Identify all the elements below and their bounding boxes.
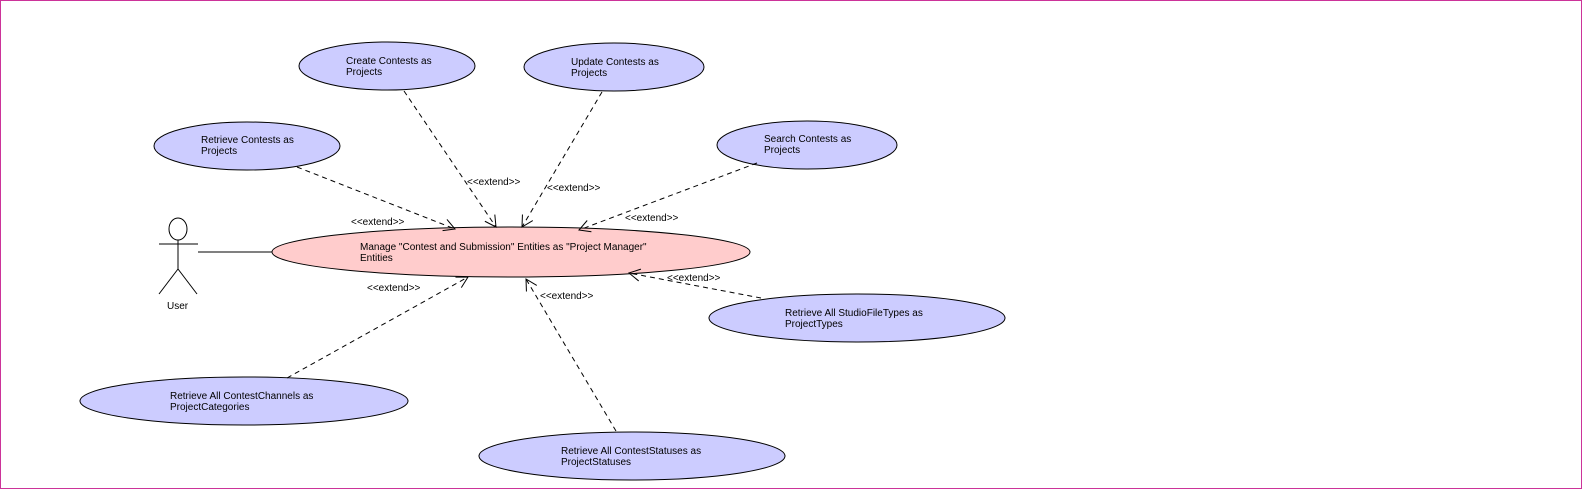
extend-label-retrieve: <<extend>> (351, 217, 405, 228)
extend-label-channels: <<extend>> (367, 283, 421, 294)
use-case-retrieve-shape (153, 121, 341, 171)
use-case-statuses-shape (478, 431, 786, 481)
use-case-statuses-line2: ProjectStatuses (561, 457, 632, 468)
use-case-update-line2: Projects (571, 68, 608, 79)
extend-line-statuses (525, 278, 617, 432)
use-case-channels-line1: Retrieve All ContestChannels as (170, 391, 314, 402)
use-case-filetypes-label: Retrieve All StudioFileTypes as ProjectT… (785, 308, 923, 330)
use-case-update-line1: Update Contests as (571, 57, 659, 68)
extend-label-search: <<extend>> (625, 213, 679, 224)
use-case-filetypes-shape (708, 293, 1006, 343)
extend-label-filetypes: <<extend>> (667, 273, 721, 284)
central-use-case-line1: Manage "Contest and Submission" Entities… (360, 242, 647, 253)
use-case-search-shape (716, 120, 898, 170)
use-case-channels-label: Retrieve All ContestChannels as ProjectC… (170, 391, 313, 413)
use-case-filetypes-line1: Retrieve All StudioFileTypes as (785, 308, 923, 319)
extend-line-channels (286, 276, 469, 379)
extend-label-update: <<extend>> (547, 183, 601, 194)
extend-label-statuses: <<extend>> (540, 291, 594, 302)
use-case-retrieve-line2: Projects (201, 146, 238, 157)
use-case-create-shape (298, 41, 476, 91)
use-case-search-line1: Search Contests as (764, 134, 852, 145)
use-case-statuses-line1: Retrieve All ContestStatuses as (561, 446, 702, 457)
central-use-case-label: Manage "Contest and Submission" Entities… (360, 242, 647, 264)
use-case-channels-shape (79, 376, 409, 426)
use-case-search-label: Search Contests as Projects (764, 134, 851, 156)
use-case-retrieve-line1: Retrieve Contests as (201, 135, 294, 146)
central-use-case-shape (271, 226, 751, 278)
actor-figure (158, 217, 198, 295)
use-case-update-shape (523, 42, 705, 92)
use-case-statuses-label: Retrieve All ContestStatuses as ProjectS… (561, 446, 701, 468)
use-case-create-line2: Projects (346, 67, 383, 78)
extend-label-create: <<extend>> (467, 177, 521, 188)
use-case-search-line2: Projects (764, 145, 801, 156)
use-case-filetypes-line2: ProjectTypes (785, 319, 843, 330)
extend-line-update (521, 91, 603, 228)
use-case-update-label: Update Contests as Projects (571, 57, 659, 79)
actor-label: User (167, 301, 189, 312)
use-case-create-label: Create Contests as Projects (346, 56, 432, 78)
use-case-create-line1: Create Contests as (346, 56, 432, 67)
extend-line-create (403, 90, 497, 228)
central-use-case-line2: Entities (360, 253, 393, 264)
extend-line-filetypes (627, 268, 762, 299)
use-case-retrieve-label: Retrieve Contests as Projects (201, 135, 294, 157)
use-case-channels-line2: ProjectCategories (170, 402, 250, 413)
extend-line-retrieve (296, 166, 456, 232)
extend-line-search (578, 162, 758, 233)
